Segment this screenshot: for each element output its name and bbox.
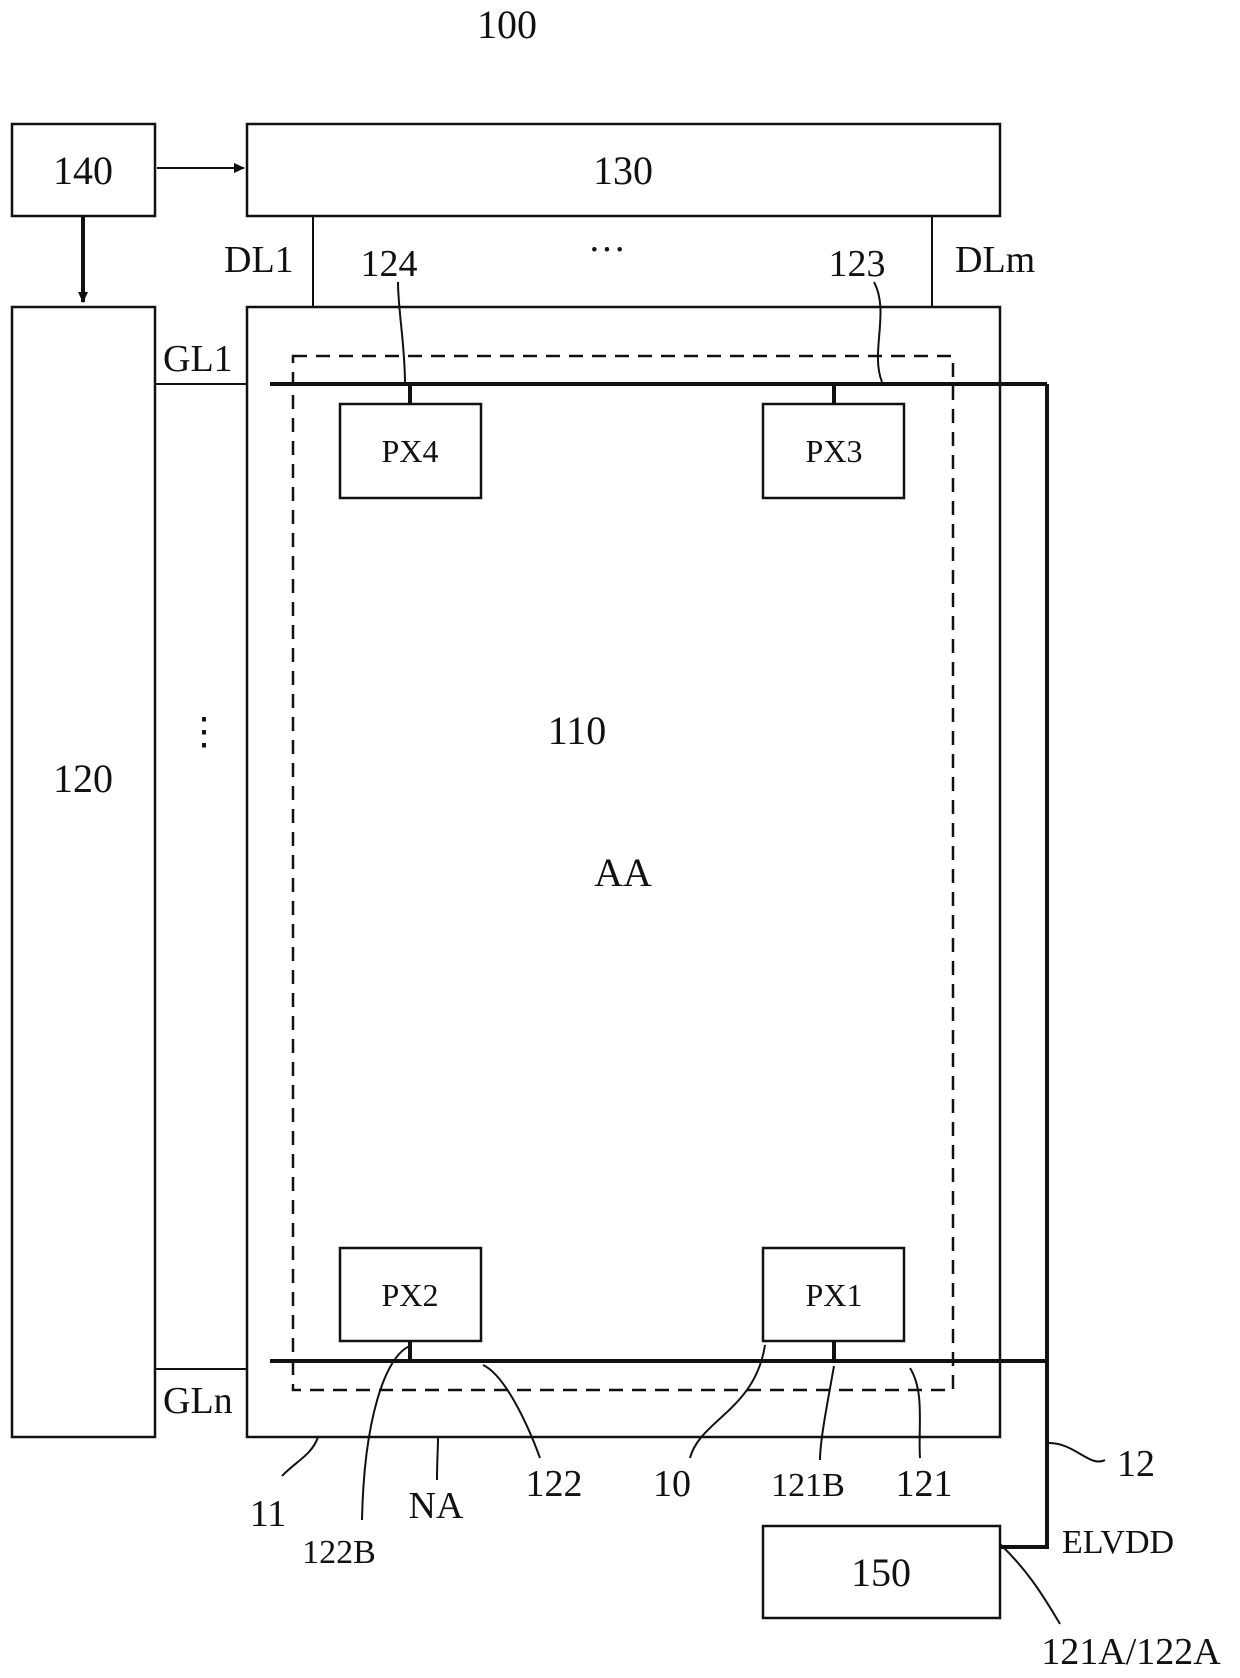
block-150-label: 150 bbox=[851, 1550, 911, 1595]
block-130-label: 130 bbox=[593, 148, 653, 193]
ref-121A-122A: 121A/122A bbox=[1041, 1631, 1221, 1673]
leader-122 bbox=[483, 1365, 540, 1458]
leader-121 bbox=[910, 1368, 920, 1458]
leader-121A-122A bbox=[1000, 1544, 1060, 1624]
pixel-px3-label: PX3 bbox=[806, 433, 863, 469]
ref-122: 122 bbox=[526, 1463, 583, 1505]
data-line-ellipsis: ··· bbox=[588, 229, 626, 271]
leader-12 bbox=[1049, 1443, 1105, 1462]
leader-11 bbox=[282, 1437, 318, 1476]
gate-line-gl1-label: GL1 bbox=[163, 338, 233, 380]
figure-number: 100 bbox=[477, 2, 537, 47]
leader-NA bbox=[437, 1437, 438, 1480]
ref-11: 11 bbox=[250, 1493, 287, 1535]
ref-121B: 121B bbox=[771, 1467, 845, 1504]
leader-121B bbox=[820, 1366, 834, 1460]
ref-124: 124 bbox=[361, 243, 418, 285]
ref-12: 12 bbox=[1117, 1443, 1155, 1485]
active-area-label: AA bbox=[594, 850, 652, 895]
pixel-px4-label: PX4 bbox=[382, 433, 439, 469]
power-line-12 bbox=[1000, 384, 1047, 1547]
ref-121: 121 bbox=[896, 1463, 953, 1505]
data-line-dlm-label: DLm bbox=[955, 239, 1035, 281]
gate-line-ellipsis: ⋮ bbox=[185, 711, 223, 753]
block-120-label: 120 bbox=[53, 756, 113, 801]
ref-122B: 122B bbox=[302, 1534, 376, 1571]
block-140-label: 140 bbox=[53, 148, 113, 193]
pixel-px1-label: PX1 bbox=[806, 1277, 863, 1313]
ref-10: 10 bbox=[653, 1463, 691, 1505]
leader-124 bbox=[398, 282, 405, 384]
gate-line-gln-label: GLn bbox=[163, 1380, 233, 1422]
leader-123 bbox=[874, 282, 882, 382]
panel-110-label: 110 bbox=[548, 708, 607, 753]
ref-NA: NA bbox=[409, 1485, 464, 1527]
block-120 bbox=[12, 307, 155, 1437]
leader-122B bbox=[362, 1346, 410, 1520]
elvdd-label: ELVDD bbox=[1062, 1524, 1174, 1561]
pixel-px2-label: PX2 bbox=[382, 1277, 439, 1313]
data-line-dl1-label: DL1 bbox=[224, 239, 294, 281]
ref-123: 123 bbox=[829, 243, 886, 285]
